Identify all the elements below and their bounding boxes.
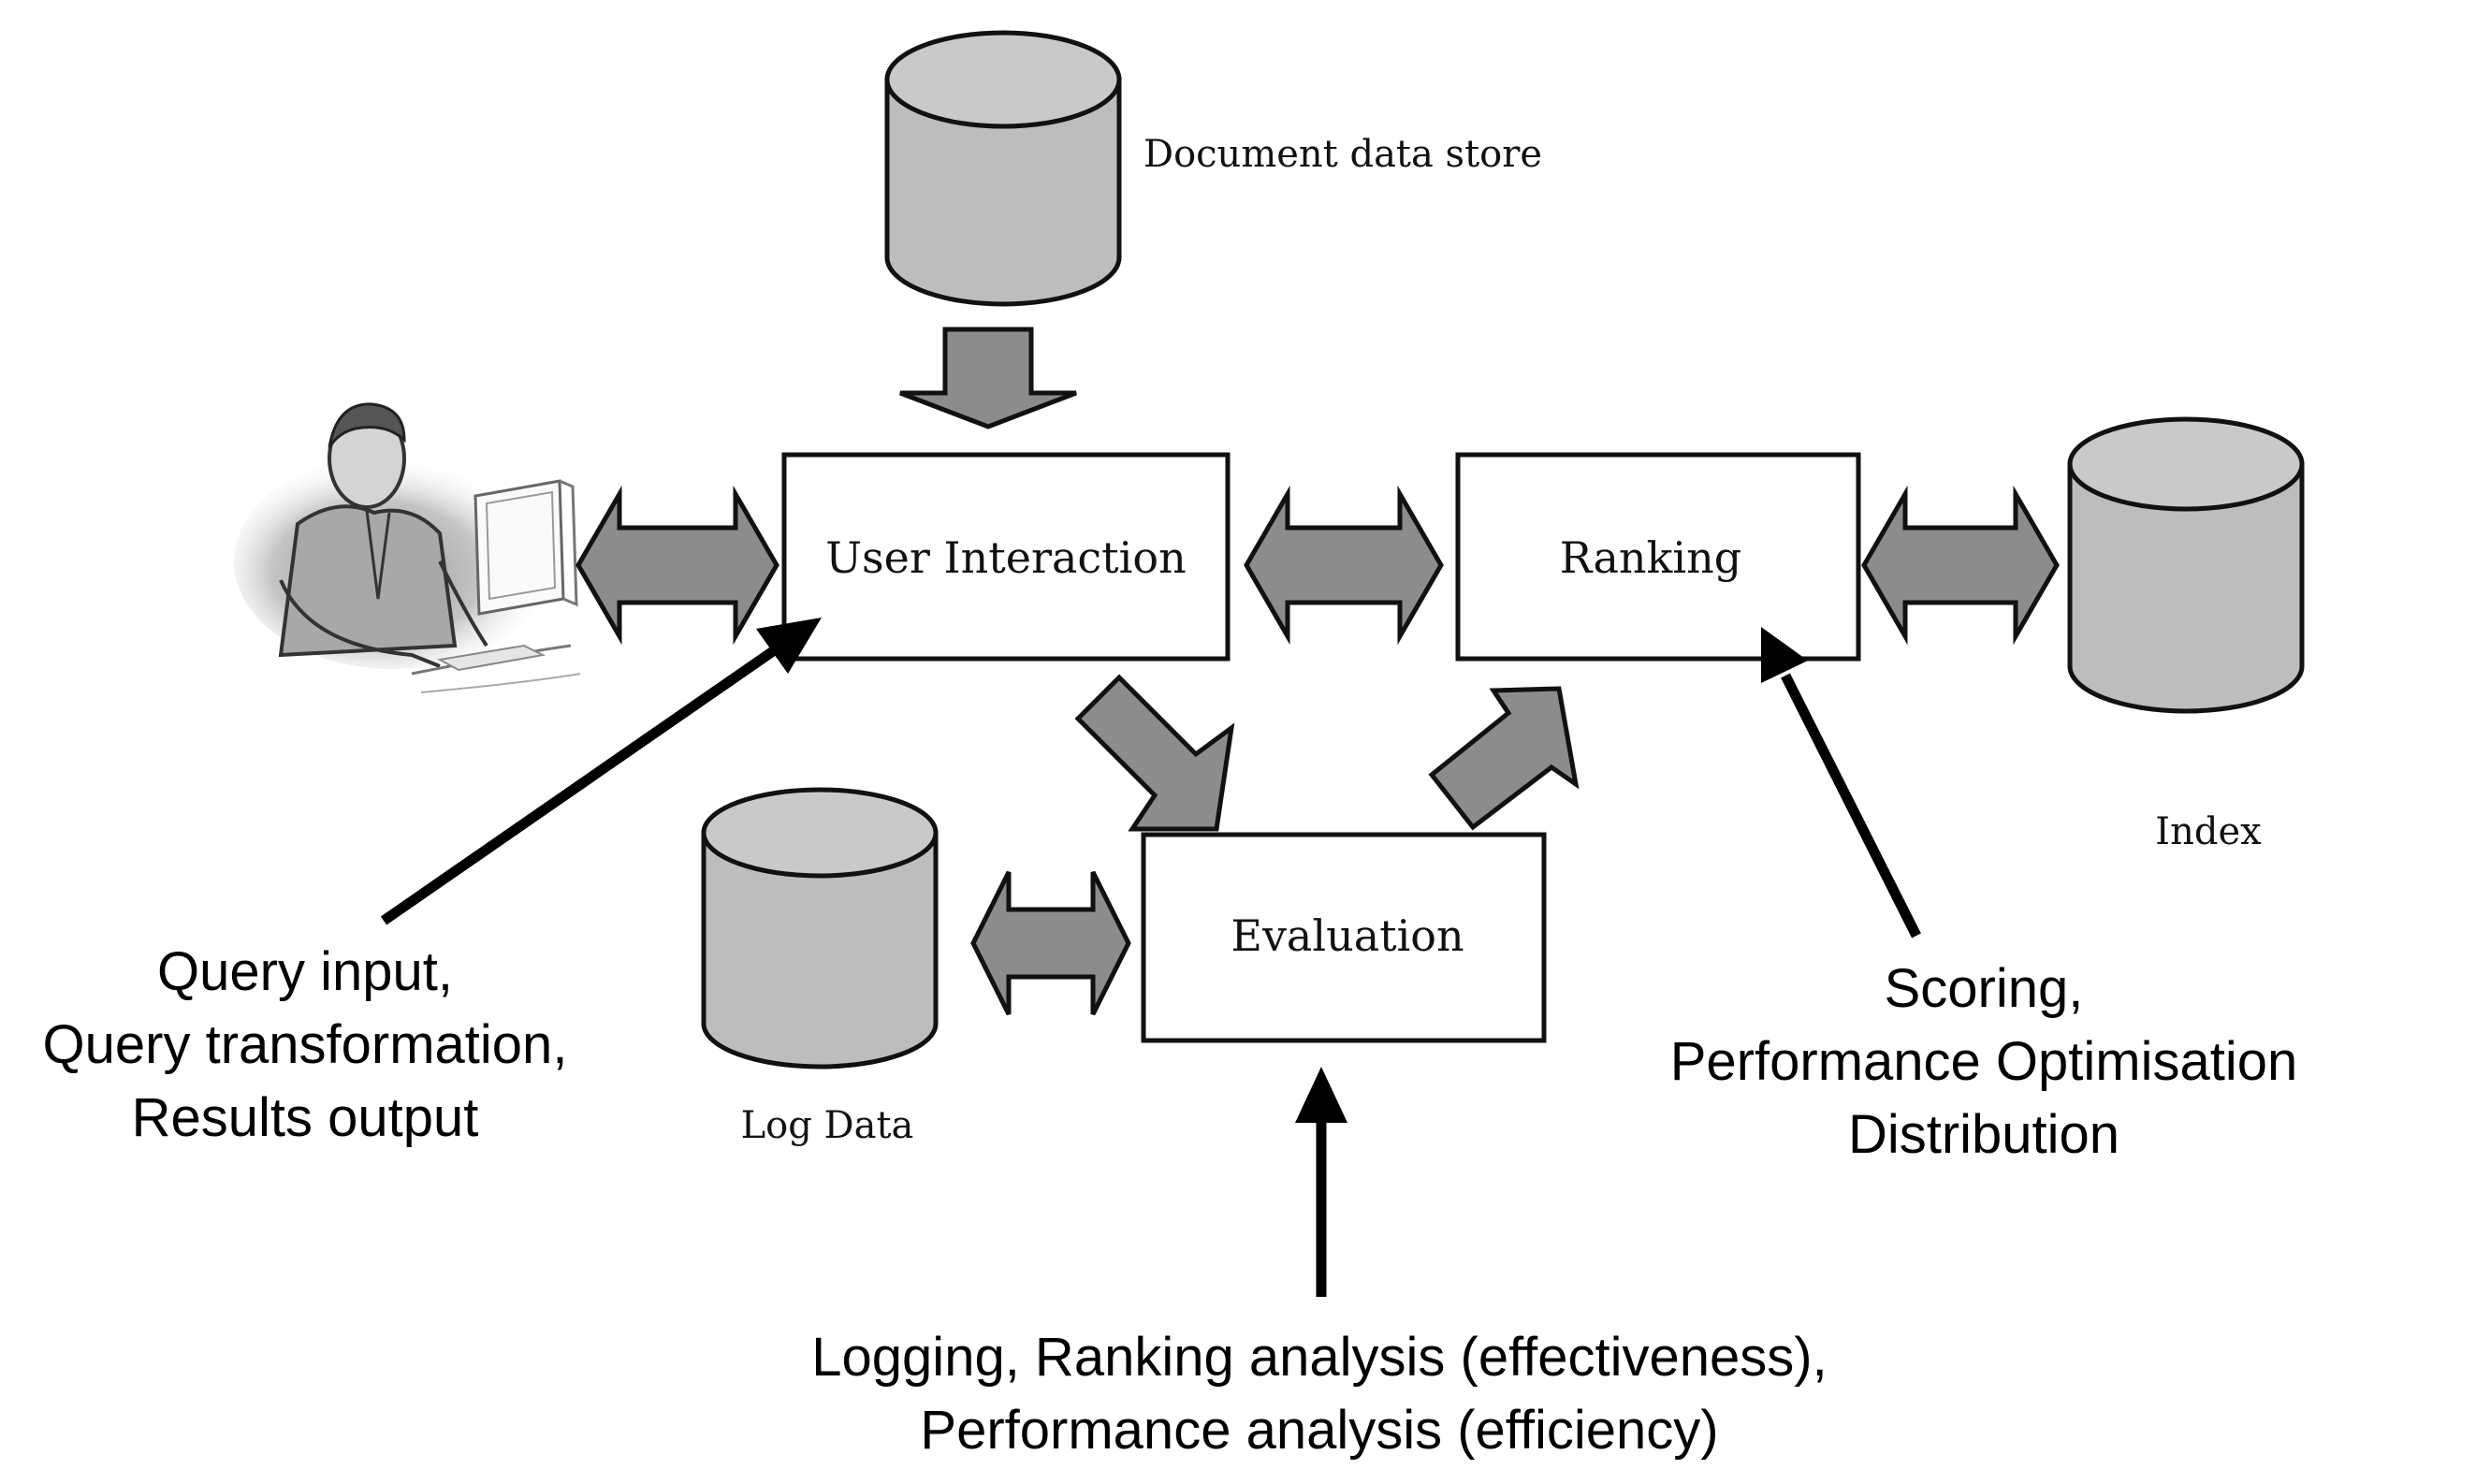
annotation-arrow-ranking [1761,627,1921,938]
annotation-ranking-line-1: Scoring, [1885,958,2084,1019]
ranking-label: Ranking [1560,532,1741,583]
document-data-store-cylinder [884,30,1122,307]
annotation-user-interaction-line-3: Results output [132,1087,479,1148]
annotation-ranking-line-2: Performance Optimisation [1670,1031,2297,1092]
index-label: Index [2155,810,2262,853]
annotation-user-interaction-line-2: Query transformation, [43,1014,568,1075]
annotation-evaluation: Logging, Ranking analysis (effectiveness… [811,1327,1827,1461]
user-interaction-label: User Interaction [825,532,1186,583]
double-arrow-user-ui [575,485,779,646]
index-cylinder [2067,416,2305,714]
down-arrow-document-to-ui [899,327,1077,429]
annotation-ranking-line-3: Distribution [1848,1104,2119,1165]
log-data-cylinder [701,787,939,1069]
annotation-user-interaction-line-1: Query input, [157,941,453,1002]
annotation-evaluation-line-1: Logging, Ranking analysis (effectiveness… [811,1327,1827,1388]
ranking-box [1455,452,1861,662]
annotation-ranking: Scoring, Performance Optimisation Distri… [1670,958,2297,1165]
diagonal-arrow-evaluation-to-ranking [1428,686,1580,831]
user-at-computer-icon [234,402,581,693]
log-data-label: Log Data [741,1104,914,1147]
evaluation-label: Evaluation [1231,910,1464,961]
double-arrow-ranking-index [1861,485,2060,646]
annotation-evaluation-line-2: Performance analysis (efficiency) [920,1400,1718,1461]
annotation-user-interaction: Query input, Query transformation, Resul… [43,941,568,1148]
annotation-arrow-user-interaction [380,618,822,925]
document-data-store-label: Document data store [1143,133,1542,176]
diagonal-arrow-ui-to-evaluation [1074,674,1235,832]
user-interaction-box [781,452,1231,662]
double-arrow-ui-ranking [1244,485,1444,646]
evaluation-box [1141,832,1547,1043]
annotation-arrow-evaluation [1295,1067,1347,1297]
double-arrow-log-evaluation [970,870,1131,1016]
